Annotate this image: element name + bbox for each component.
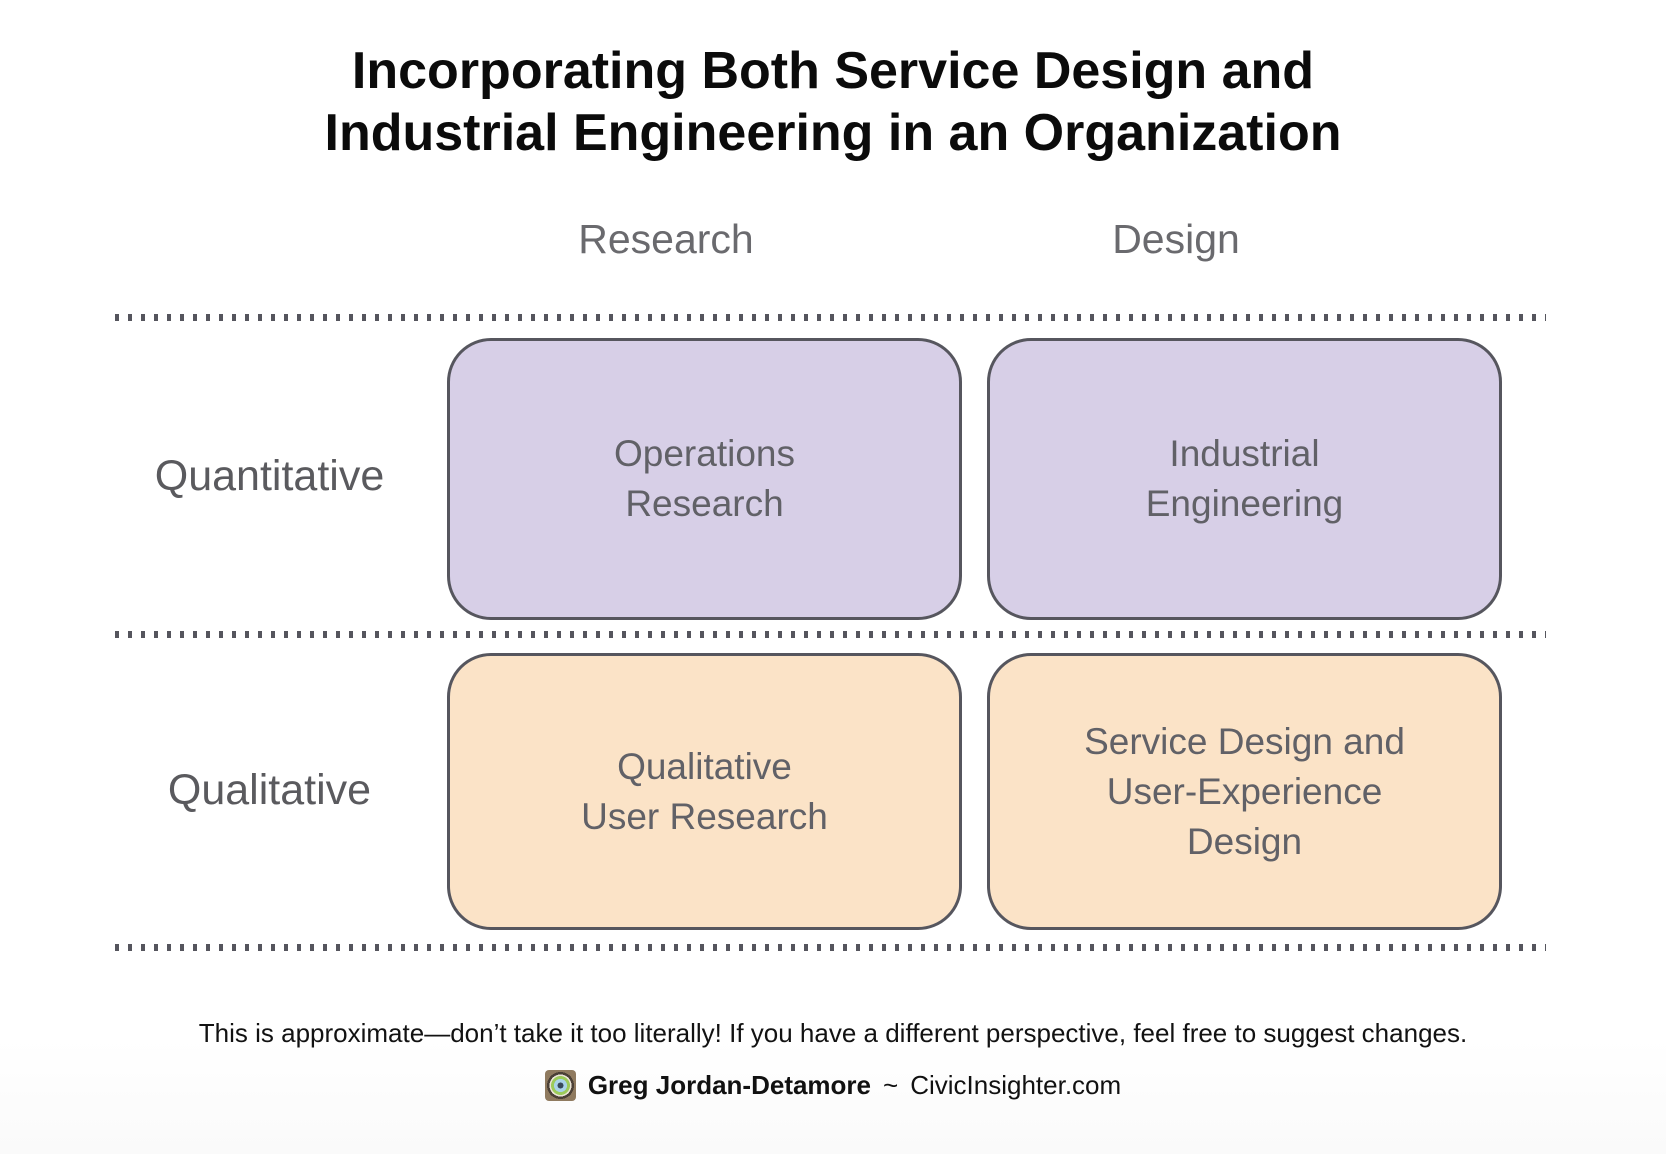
dotted-divider-bottom: [115, 944, 1546, 951]
column-header-research: Research: [578, 216, 754, 262]
page-title-line-1: Incorporating Both Service Design and: [351, 42, 1315, 100]
page-title: Incorporating Both Service Design and In…: [0, 40, 1666, 164]
matrix-cell-service-design-ux: Service Design and User-Experience Desig…: [987, 653, 1502, 930]
row-label-quantitative: Quantitative: [154, 452, 385, 500]
matrix-cell-industrial-engineering: Industrial Engineering: [987, 338, 1502, 620]
column-header-design: Design: [1112, 216, 1240, 262]
website-link: CivicInsighter.com: [910, 1070, 1122, 1100]
row-label-qualitative: Qualitative: [167, 766, 372, 814]
attribution-separator: ~: [883, 1070, 899, 1100]
page-title-line-2: Industrial Engineering in an Organizatio…: [324, 104, 1342, 162]
author-name: Greg Jordan-Detamore: [587, 1070, 872, 1100]
dotted-divider-middle: [115, 631, 1546, 638]
dotted-divider-top: [115, 314, 1546, 321]
attribution: Greg Jordan-Detamore ~ CivicInsighter.co…: [0, 1070, 1666, 1101]
disclaimer-note: This is approximate—don’t take it too li…: [198, 1018, 1468, 1048]
compass-medallion-icon: [544, 1070, 576, 1101]
matrix-cell-qualitative-user-research: Qualitative User Research: [447, 653, 962, 930]
matrix-cell-operations-research: Operations Research: [447, 338, 962, 620]
